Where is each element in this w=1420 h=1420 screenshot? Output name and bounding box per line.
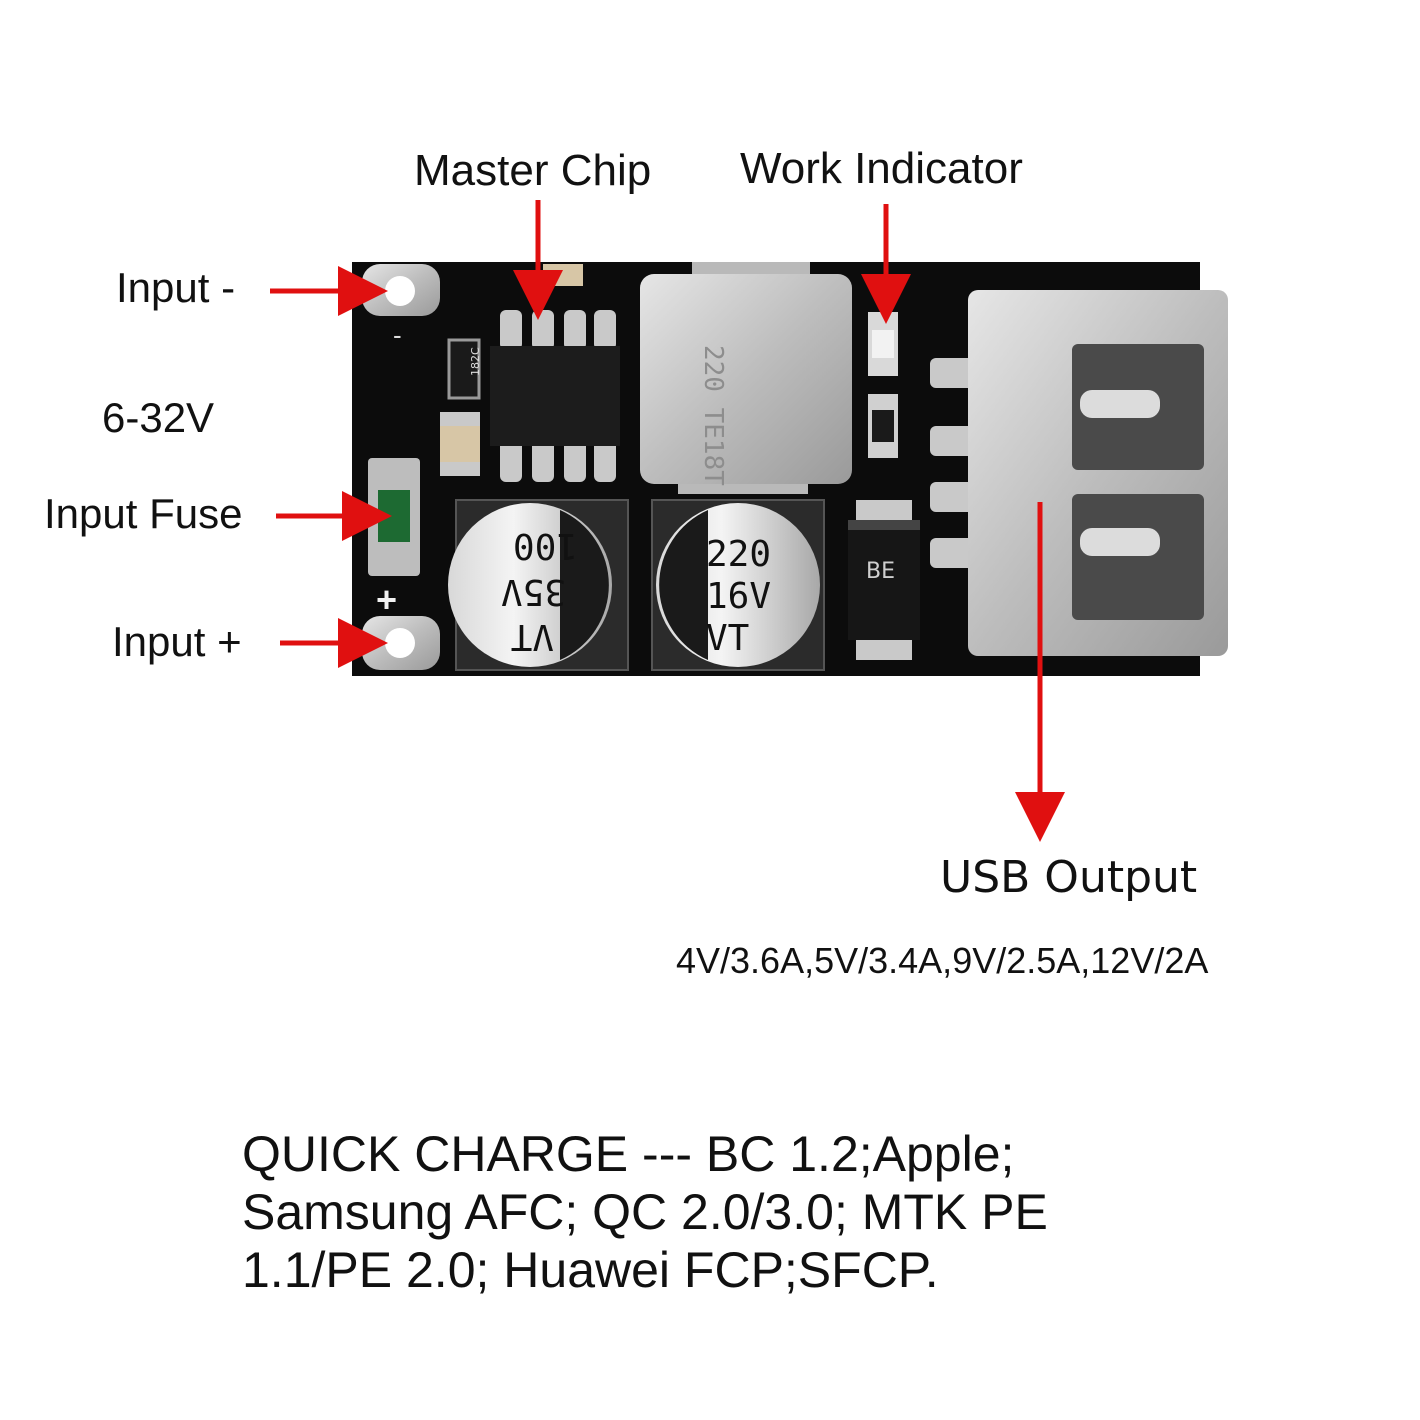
cap2-line3: VT bbox=[706, 618, 749, 659]
label-usb-output: USB Output bbox=[940, 852, 1198, 903]
quick-charge-line: QUICK CHARGE --- BC 1.2;Apple; bbox=[242, 1126, 1015, 1182]
quick-charge-description: QUICK CHARGE --- BC 1.2;Apple; Samsung A… bbox=[242, 1125, 1342, 1299]
usb-pin bbox=[930, 358, 976, 388]
usb-socket bbox=[968, 290, 1228, 656]
schottky-diode: BE bbox=[848, 500, 920, 660]
usb-pin bbox=[930, 538, 976, 568]
label-master-chip: Master Chip bbox=[414, 146, 652, 195]
top-capacitor bbox=[543, 264, 583, 286]
capacitor-220uf: 220 16V VT bbox=[651, 499, 825, 671]
quick-charge-line: 1.1/PE 2.0; Huawei FCP;SFCP. bbox=[242, 1242, 939, 1298]
label-work-indicator: Work Indicator bbox=[740, 144, 1023, 193]
diode-mark: BE bbox=[866, 559, 895, 584]
master-chip bbox=[490, 310, 620, 482]
resistor-mark: 182C bbox=[469, 347, 482, 376]
resistor bbox=[447, 338, 481, 400]
cap1-line3: 100 bbox=[513, 525, 578, 566]
inductor: 220 TE18T bbox=[640, 262, 852, 494]
label-input-minus: Input - bbox=[116, 264, 236, 311]
cap2-line1: 220 bbox=[706, 534, 771, 575]
quick-charge-line: Samsung AFC; QC 2.0/3.0; MTK PE bbox=[242, 1184, 1048, 1240]
cap1-line2: 35V bbox=[501, 571, 566, 612]
capacitor-100uf: VT 35V 100 bbox=[448, 499, 629, 671]
inductor-mark: 220 TE18T bbox=[698, 345, 728, 486]
pad-plus-mark: + bbox=[376, 579, 397, 620]
label-usb-specs: 4V/3.6A,5V/3.4A,9V/2.5A,12V/2A bbox=[676, 940, 1209, 981]
cap1-line1: VT bbox=[511, 616, 554, 657]
usb-pin bbox=[930, 426, 976, 456]
cap2-line2: 16V bbox=[706, 576, 771, 617]
label-input-fuse: Input Fuse bbox=[44, 490, 243, 537]
usb-pin bbox=[930, 482, 976, 512]
pad-minus-mark: - bbox=[393, 320, 402, 350]
label-input-plus: Input + bbox=[112, 618, 242, 665]
label-voltage-range: 6-32V bbox=[102, 394, 215, 441]
